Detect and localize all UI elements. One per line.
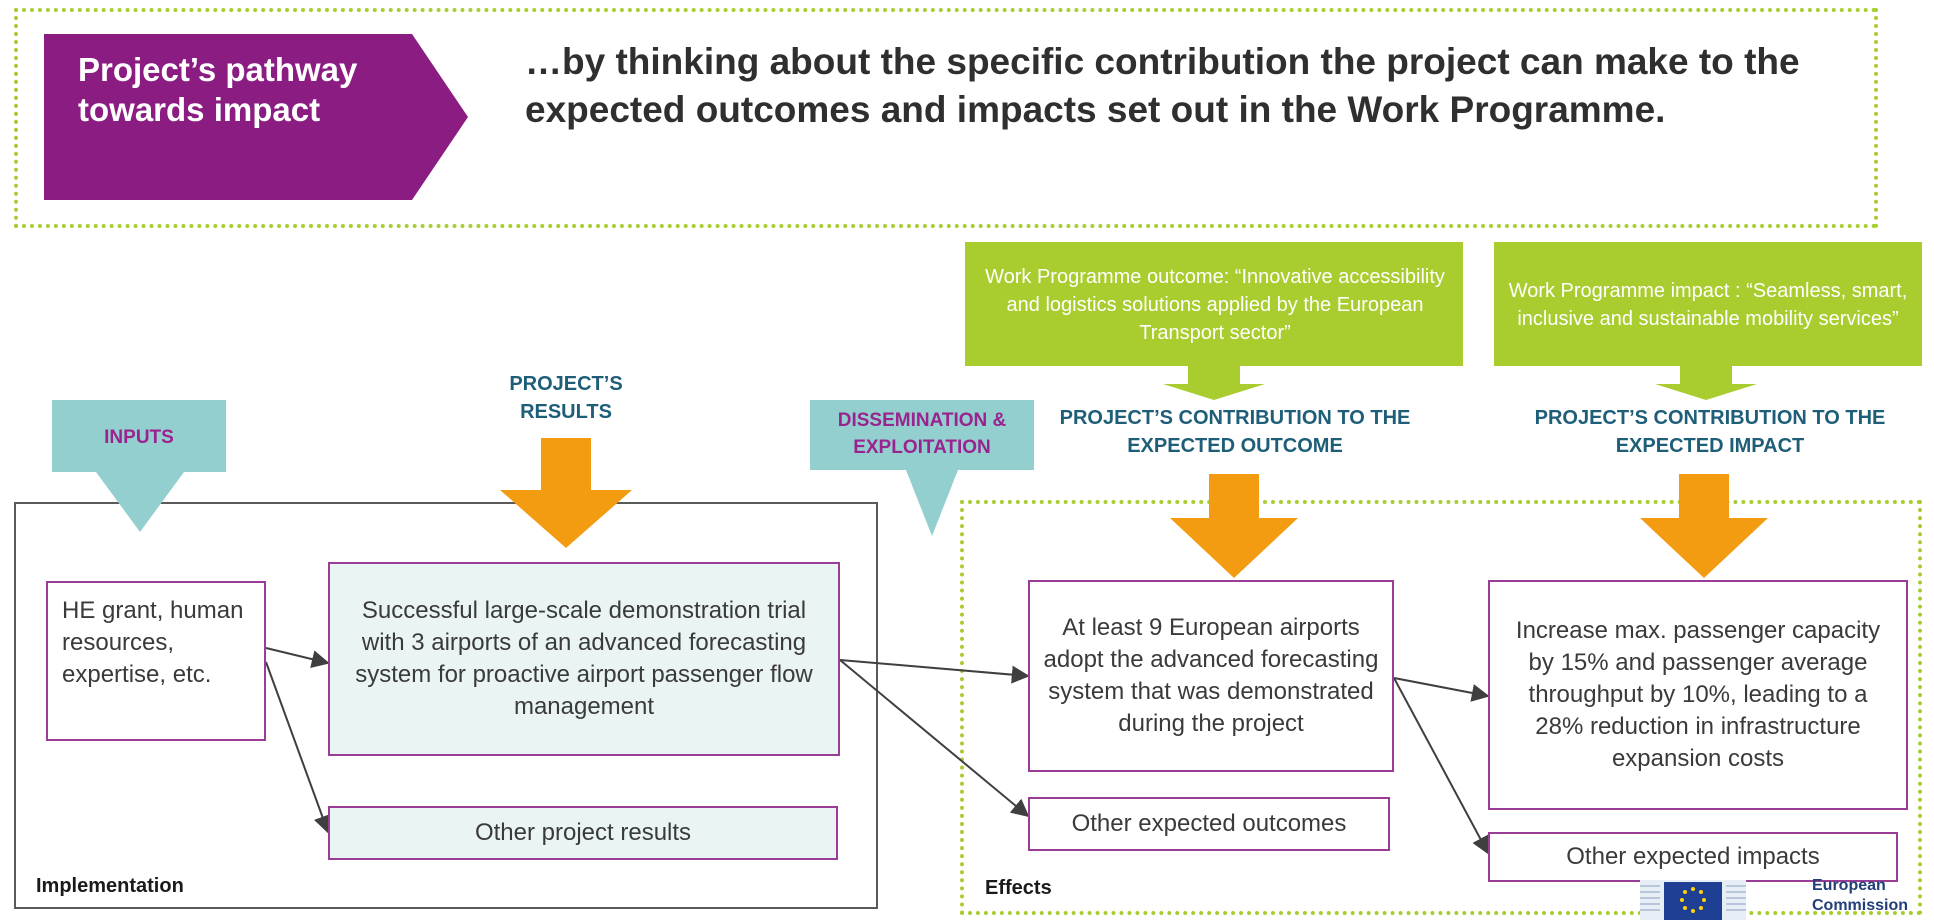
- effects-pane: [960, 500, 1922, 915]
- header-frame: [14, 8, 1878, 228]
- other-impacts-box: Other expected impacts: [1488, 832, 1898, 882]
- dissemination-arrow: [810, 400, 1034, 536]
- implementation-pane: [14, 502, 878, 909]
- main-result-box: Successful large-scale demonstration tri…: [328, 562, 840, 756]
- impact-heading: PROJECT’S CONTRIBUTION TO THE EXPECTED I…: [1534, 407, 1886, 457]
- eu-flag-icon: [1640, 880, 1746, 920]
- effects-label: Effects: [985, 877, 1052, 899]
- other-outcomes-box: Other expected outcomes: [1028, 797, 1390, 851]
- wp-outcome-text: Work Programme outcome: “Innovative acce…: [985, 266, 1445, 344]
- pathway-label: Project’s pathway towards impact: [78, 51, 358, 128]
- outcome-heading: PROJECT’S CONTRIBUTION TO THE EXPECTED O…: [1059, 407, 1411, 457]
- wp-impact-arrow: [1494, 242, 1922, 400]
- impact-arrow: [1640, 474, 1768, 578]
- ec-logo-text: European Commission: [1812, 877, 1909, 914]
- other-results-box: Other project results: [328, 806, 838, 860]
- implementation-label: Implementation: [36, 875, 184, 897]
- wp-outcome-arrow: [965, 242, 1463, 400]
- inputs-heading: INPUTS: [104, 426, 174, 448]
- wp-impact-text: Work Programme impact : “Seamless, smart…: [1508, 280, 1908, 330]
- results-heading: PROJECT’S RESULTS: [509, 373, 623, 423]
- impact-box: Increase max. passenger capacity by 15% …: [1488, 580, 1908, 810]
- outcome-box: At least 9 European airports adopt the a…: [1028, 580, 1394, 772]
- outcome-arrow: [1170, 474, 1298, 578]
- headline: …by thinking about the specific contribu…: [525, 41, 1800, 130]
- results-arrow: [500, 438, 632, 548]
- inputs-box: HE grant, human resources, expertise, et…: [46, 581, 266, 741]
- dissemination-heading: DISSEMINATION & EXPLOITATION: [837, 410, 1007, 458]
- inputs-arrow: [52, 400, 226, 532]
- pathway-chevron: [44, 34, 468, 200]
